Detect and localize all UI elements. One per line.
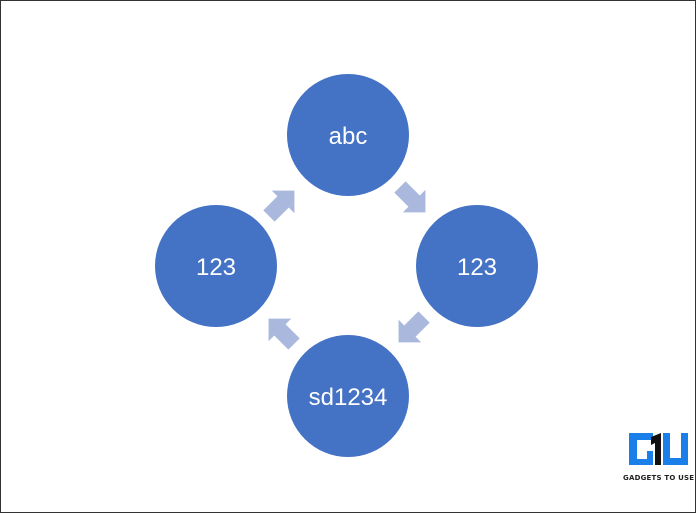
arrow-top-to-right	[394, 181, 426, 213]
arrow-right-to-bottom	[398, 311, 430, 343]
arrow-bottom-to-left	[268, 318, 300, 350]
node-right-label: 123	[457, 254, 497, 281]
node-top-label: abc	[329, 123, 368, 150]
node-top	[287, 74, 409, 196]
gadgets-to-use-logo: GADGETS TO USE	[623, 431, 695, 482]
logo-text: GADGETS TO USE	[623, 474, 695, 482]
arrow-left-to-top	[263, 190, 295, 222]
node-bottom	[287, 335, 409, 457]
node-right	[416, 205, 538, 327]
node-left	[155, 205, 277, 327]
node-left-label: 123	[196, 254, 236, 281]
node-bottom-label: sd1234	[309, 384, 388, 411]
logo-mark-icon	[629, 433, 688, 465]
